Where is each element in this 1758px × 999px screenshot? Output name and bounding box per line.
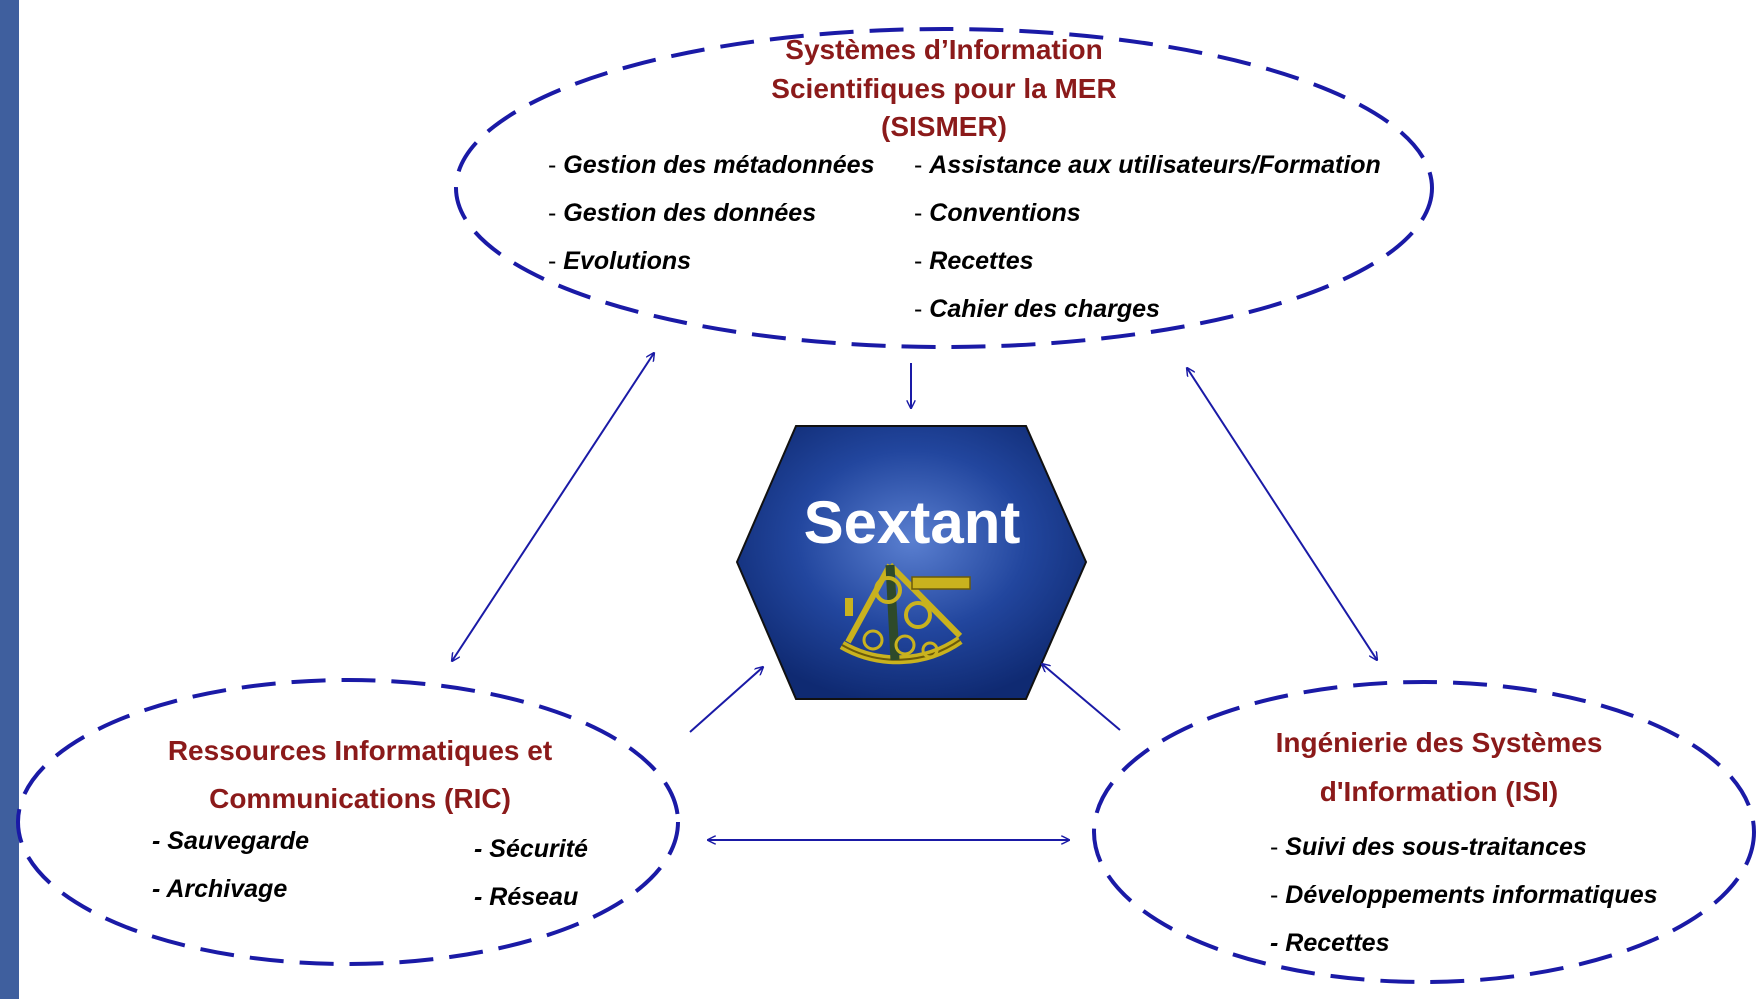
sextant-label: Sextant	[803, 489, 1021, 556]
ric-ellipse	[16, 678, 680, 966]
isi-ellipse	[1092, 680, 1756, 984]
sismer-title-line1: Systèmes d’Information	[785, 34, 1103, 65]
arrow-sismer-ric	[452, 353, 654, 661]
sismer-item-recettes: - Recettes	[914, 247, 1034, 275]
sismer-item-assistance: - Assistance aux utilisateurs/Formation	[914, 151, 1381, 179]
ric-title-line2: Communications (RIC)	[209, 783, 511, 814]
isi-item-developpements: - Développements informatiques	[1270, 881, 1658, 909]
sextant-icon	[839, 562, 971, 665]
ric-item-securite: - Sécurité	[474, 835, 588, 863]
isi-item-suivi: - Suivi des sous-traitances	[1270, 833, 1587, 861]
sextant-hexagon	[735, 425, 1088, 700]
isi-title-line2: d'Information (ISI)	[1319, 776, 1559, 807]
sismer-item-conventions: - Conventions	[914, 199, 1081, 227]
arrow-isi-to-sextant	[1042, 664, 1121, 731]
ric-item-reseau: - Réseau	[474, 883, 579, 911]
sismer-title-line3: (SISMER)	[881, 111, 1007, 142]
sismer-item-metadata: - Gestion des métadonnées	[548, 151, 875, 179]
ric-item-sauvegarde: - Sauvegarde	[152, 827, 310, 855]
arrow-sismer-isi	[1187, 368, 1377, 660]
arrow-ric-to-sextant	[689, 667, 763, 733]
ric-title-line1: Ressources Informatiques et	[167, 735, 553, 766]
sismer-ellipse	[454, 27, 1434, 349]
isi-item-recettes: - Recettes	[1270, 929, 1390, 957]
sismer-item-data: - Gestion des données	[548, 199, 817, 227]
sismer-title-line2: Scientifiques pour la MER	[771, 73, 1117, 104]
sismer-item-evolutions: - Evolutions	[548, 247, 692, 275]
ric-item-archivage: - Archivage	[152, 875, 288, 903]
left-edge-bar	[0, 0, 19, 999]
isi-title-line1: Ingénierie des Systèmes	[1275, 727, 1603, 758]
sismer-item-cahier: - Cahier des charges	[914, 295, 1160, 323]
